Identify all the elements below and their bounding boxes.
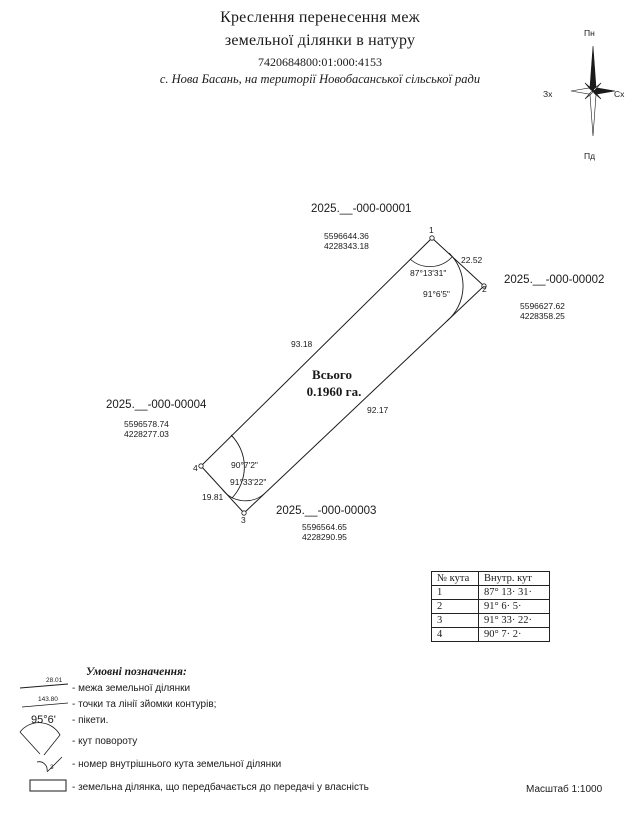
point-coord-x-3: 5596564.65 xyxy=(302,522,347,532)
legend-item-parcel: - земельна ділянка, що передбачається до… xyxy=(72,782,369,793)
legend-number-arc-icon xyxy=(36,761,48,772)
compass-west-label: Зх xyxy=(543,89,553,99)
side-length-1-2: 22.52 xyxy=(461,255,483,265)
legend-item-angle-number: - номер внутрішнього кута земельної діля… xyxy=(72,759,282,770)
table-row: 2 91° 6· 5· xyxy=(431,599,550,614)
angles-table-header-angle: Внутр. кут xyxy=(478,571,550,586)
point-coord-y-2: 4228358.25 xyxy=(520,311,565,321)
point-coord-x-2: 5596627.62 xyxy=(520,301,565,311)
scale-label: Масштаб 1:1000 xyxy=(526,784,603,795)
side-length-4-1: 93.18 xyxy=(291,339,313,349)
legend-item-angle: - кут повороту xyxy=(72,736,138,747)
point-coord-y-4: 4228277.03 xyxy=(124,429,169,439)
legend-sample-length: 28.01 xyxy=(46,677,63,684)
angle-arc-2 xyxy=(446,252,464,322)
point-id-1: 2025.__-000-00001 xyxy=(311,203,412,215)
angle-arc-3 xyxy=(221,488,265,502)
point-coord-x-4: 5596578.74 xyxy=(124,419,169,429)
point-number-3: 3 xyxy=(241,515,246,525)
location-text: с. Нова Басань, на території Новобасансь… xyxy=(159,72,481,86)
table-row: 3 91° 33· 22· xyxy=(431,613,550,628)
angle-number: 1 xyxy=(431,585,479,600)
title-line-1: Креслення перенесення меж xyxy=(220,9,420,26)
angle-value: 91° 6· 5· xyxy=(478,599,550,614)
boundary-point-2 xyxy=(481,283,487,289)
legend-sample-number: 3 xyxy=(50,764,54,771)
angle-label-1: 87°13'31" xyxy=(410,268,447,278)
point-id-2: 2025.__-000-00002 xyxy=(504,274,605,286)
angle-value: 87° 13· 31· xyxy=(478,585,550,600)
compass-south-label: Пд xyxy=(584,151,596,161)
point-coord-y-3: 4228290.95 xyxy=(302,532,347,542)
legend-symbols xyxy=(19,683,69,792)
angle-arc-1 xyxy=(409,256,453,268)
angles-table-header: № кута Внутр. кут xyxy=(431,571,550,586)
legend-angle-line-icon xyxy=(19,731,41,755)
legend-sample-length-2: 143.80 xyxy=(38,696,58,703)
compass-rose-icon xyxy=(570,45,616,137)
side-length-3-4: 19.81 xyxy=(202,492,224,502)
legend-item-survey: - точки та лінії зйомки контурів; xyxy=(72,699,217,710)
legend-item-pickets: - пікети. xyxy=(72,715,109,726)
compass-east-label: Сх xyxy=(614,89,625,99)
angle-number: 4 xyxy=(431,627,479,642)
point-id-3: 2025.__-000-00003 xyxy=(276,505,377,517)
point-number-2: 2 xyxy=(482,284,487,294)
legend-survey-line-icon xyxy=(21,702,69,708)
total-label: Всього xyxy=(312,367,352,382)
angle-number: 2 xyxy=(431,599,479,614)
table-row: 1 87° 13· 31· xyxy=(431,585,550,600)
title-line-2: земельної ділянки в натуру xyxy=(224,32,416,49)
legend-title: Умовні позначення: xyxy=(86,666,187,678)
angle-label-4: 90°7'2" xyxy=(231,460,258,470)
boundary-point-1 xyxy=(429,235,435,241)
angle-arc-4 xyxy=(230,434,245,499)
legend-boundary-line-icon xyxy=(19,683,69,689)
point-id-4: 2025.__-000-00004 xyxy=(106,399,207,411)
side-length-2-3: 92.17 xyxy=(367,405,389,415)
boundary-point-4 xyxy=(198,463,204,469)
angles-table-header-number: № кута xyxy=(431,571,479,586)
angle-label-2: 91°6'5" xyxy=(423,289,450,299)
legend-item-boundary: - межа земельної ділянки xyxy=(72,683,191,694)
legend-number-line-icon xyxy=(46,756,63,773)
legend-sample-angle: 95°6' xyxy=(31,714,56,726)
legend-parcel-rect-icon xyxy=(29,779,67,792)
angle-label-3: 91°33'22" xyxy=(230,477,267,487)
angle-value: 91° 33· 22· xyxy=(478,613,550,628)
table-row: 4 90° 7· 2· xyxy=(431,627,550,642)
point-coord-x-1: 5596644.36 xyxy=(324,231,369,241)
boundary-point-3 xyxy=(241,510,247,516)
legend-angle-arc-icon xyxy=(19,722,61,756)
angles-table: № кута Внутр. кут 1 87° 13· 31· 2 91° 6·… xyxy=(431,571,550,642)
angle-value: 90° 7· 2· xyxy=(478,627,550,642)
cadastral-number: 7420684800:01:000:4153 xyxy=(257,55,382,69)
total-area: 0.1960 га. xyxy=(306,384,362,399)
angle-number: 3 xyxy=(431,613,479,628)
point-coord-y-1: 4228343.18 xyxy=(324,241,369,251)
point-number-1: 1 xyxy=(429,225,434,235)
compass-north-label: Пн xyxy=(584,28,595,38)
point-number-4: 4 xyxy=(193,463,198,473)
